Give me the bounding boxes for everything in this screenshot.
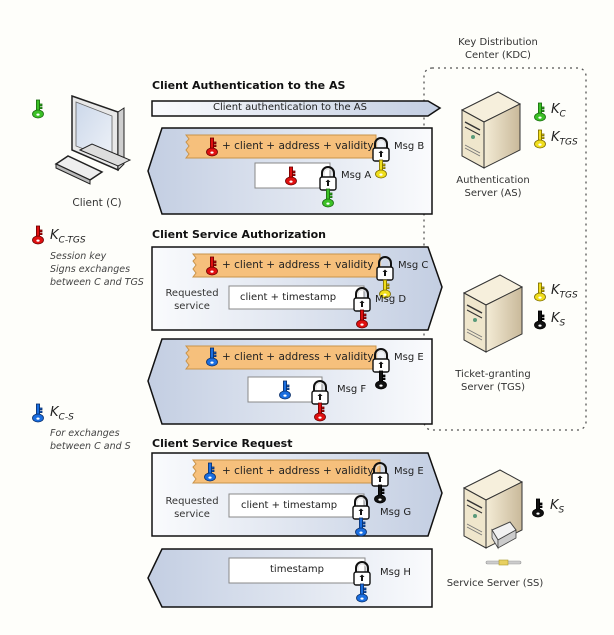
as-yellow-key-icon [534,129,546,149]
as-server-icon [460,91,522,169]
tgs-label: Ticket-granting Server (TGS) [455,369,531,393]
section-auth-title: Client Authentication to the AS [152,79,346,92]
tgs-black-key-icon [534,310,546,330]
authz-requested-service: Requested service [165,288,219,312]
section-request-title: Client Service Request [152,437,293,450]
client-green-key-icon [32,99,44,119]
legend-blue-key-icon [32,403,44,423]
ss-server-icon [462,469,524,566]
msg-e2-ticket [192,459,381,484]
tgs-server-icon [462,274,524,353]
section-authz-title: Client Service Authorization [152,228,326,241]
auth-request-arrow [151,100,442,117]
legend-session-key-name: KC-TGS [50,228,86,246]
ss-label: Service Server (SS) [446,578,544,589]
as-label: Authentication Server (AS) [456,175,530,199]
msg-g-box-text: client + timestamp [241,500,338,511]
msg-c-ticket-text: + client + address + validity [222,259,374,271]
msg-e-label: Msg E [394,352,424,363]
ss-key-s-label: KS [550,498,565,516]
msg-g-label: Msg G [380,507,412,518]
legend-session-key-desc: Session key Signs exchanges between C an… [50,251,144,288]
msg-b-label: Msg B [394,141,425,152]
kdc-title: Key Distribution Center (KDC) [458,37,538,61]
ss-black-key-icon [532,498,544,518]
msg-h-box-text: timestamp [270,564,324,575]
msg-h-label: Msg H [380,567,411,578]
tgs-key-s-label: KS [551,311,566,329]
msg-e2-label: Msg E [394,466,424,477]
client-label: Client (C) [72,197,122,209]
msg-d-label: Msg D [375,294,407,305]
msg-d-box-text: client + timestamp [240,292,337,303]
tgs-key-tgs-label: KTGS [551,283,578,301]
as-green-key-icon [534,102,546,122]
legend-service-key-desc: For exchanges between C and S [50,428,131,452]
msg-a-label: Msg A [341,170,372,181]
tgs-yellow-key-icon [534,282,546,302]
msg-b-ticket-text: + client + address + validity [222,140,374,152]
legend-red-key-icon [32,225,44,245]
msg-h-box [228,557,366,584]
kdc-boundary [423,67,587,431]
legend-service-key-name: KC-S [50,405,74,423]
msg-e2-ticket-text: + client + address + validity [222,465,374,477]
msg-e-ticket-text: + client + address + validity [222,351,374,363]
msg-f-label: Msg F [337,384,367,395]
auth-request-label: Client authentication to the AS [213,102,367,113]
request-requested-service: Requested service [165,496,219,520]
as-key-c-label: KC [551,102,566,120]
as-key-tgs-label: KTGS [551,130,578,148]
msg-c-label: Msg C [398,260,429,271]
client-computer-icon [54,94,132,185]
